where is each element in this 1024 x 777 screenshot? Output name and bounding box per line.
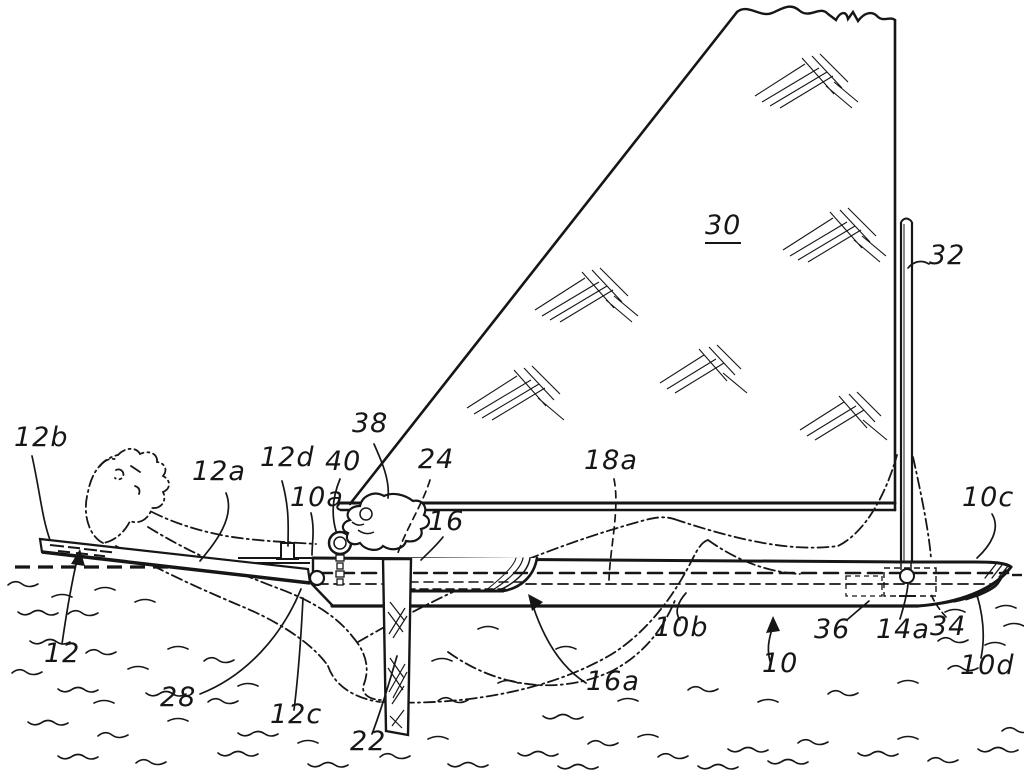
leader-12d [281,480,290,547]
tow-ring [327,530,353,586]
leader-10b [676,592,687,621]
rider-seat [327,665,381,703]
backrest-assembly [38,537,326,587]
leader-16a [532,605,587,684]
ref-label-16: 16 [428,506,465,537]
bow-splash-ticks [984,563,1009,579]
ref-label-16a: 16a [586,666,640,697]
rider-far-leg [381,539,709,704]
rider-calf [447,597,677,687]
leader-22 [371,655,398,735]
leader-18a [608,478,617,581]
ref-label-12a: 12a [192,456,246,487]
leader-12 [61,559,78,645]
leader-36 [847,600,870,620]
ref-label-10: 10 [762,648,799,679]
pivot-ball [308,569,326,587]
ref-label-10a: 10a [290,482,344,513]
leader-12a [199,492,230,562]
leader-24 [396,479,431,557]
ref-label-34: 34 [930,611,967,642]
hull-bow-inner-4 [975,579,1001,598]
sail-hatch-patches [466,53,888,441]
ref-label-10b: 10b [654,612,709,643]
leader-34 [930,593,947,618]
ref-label-10d: 10d [960,650,1015,681]
leader-16 [420,536,444,561]
rider-arm [151,511,317,545]
sail-luff [348,10,739,506]
leader-12c [293,597,304,711]
ref-label-10c: 10c [962,482,1015,513]
leader-12b [31,455,51,541]
backrest-grip-texture [49,544,113,558]
leader-10d [976,594,985,659]
leader-10a [310,512,314,556]
ref-label-24: 24 [418,444,455,475]
ref-label-30: 30 [705,212,742,244]
ref-label-12b: 12b [14,422,69,453]
sail-bundle-curve [912,456,932,559]
ref-label-14a: 14a [876,614,930,645]
water-waves [7,580,1024,770]
leader-14a [899,583,909,620]
sail [348,5,897,512]
leader-10c [976,513,997,559]
leader-28 [199,588,302,695]
ref-label-28: 28 [160,682,197,713]
hull-bow-inner-1 [939,569,1007,605]
leader-lines [31,260,997,735]
ref-label-12: 12 [44,638,81,669]
backrest-board-underside [41,550,311,585]
sail-head-wavy [735,5,897,24]
rider-hip [351,635,383,701]
mast [899,217,914,562]
ref-label-22: 22 [350,726,387,757]
ref-label-32: 32 [929,240,966,271]
leader-arrowheads [71,549,780,633]
rider-face-marks [99,457,141,495]
rider-chest [147,526,353,637]
hull-bow-inner-2 [953,573,1005,603]
rider-head [84,447,170,544]
leader-32 [907,260,930,269]
mast-foot [845,562,937,597]
ref-label-38: 38 [352,408,389,439]
leader-40 [332,478,341,532]
ref-label-12c: 12c [270,699,323,730]
ref-label-40: 40 [325,446,362,477]
ref-label-18a: 18a [584,445,638,476]
boom [336,501,897,512]
ref-label-36: 36 [814,614,851,645]
hull-deck [311,556,1013,569]
rider-shin [673,454,898,549]
seat-pocket [388,556,539,593]
gripping-hand [341,492,431,551]
ref-label-12d: 12d [260,442,315,473]
daggerboard [381,557,413,737]
leader-38 [373,443,390,499]
rider-foot [707,539,801,575]
